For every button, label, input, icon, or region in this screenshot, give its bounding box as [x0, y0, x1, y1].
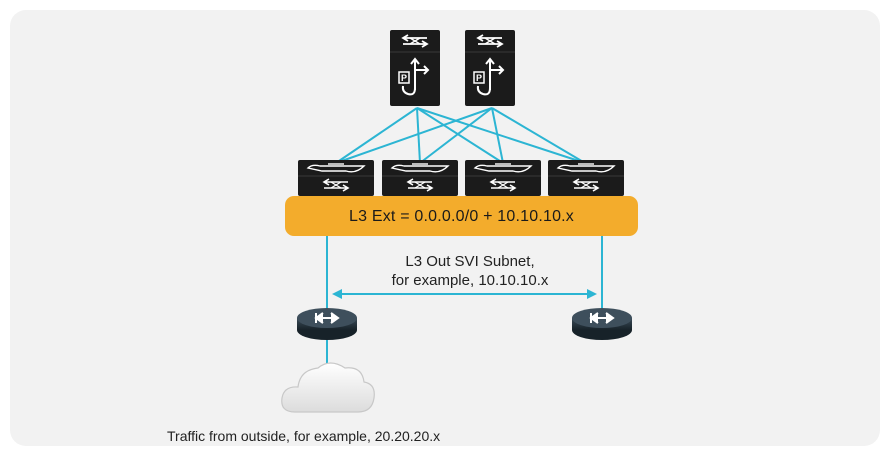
traffic-label: Traffic from outside, for example, 20.20…	[167, 428, 441, 444]
fabric-links	[335, 107, 586, 164]
subnet-label: L3 Out SVI Subnet, for example, 10.10.10…	[340, 252, 600, 290]
cloud-icon	[281, 362, 375, 413]
router-icon	[296, 307, 358, 341]
leaf-switch-icon	[381, 159, 459, 197]
l3-ext-label: L3 Ext = 0.0.0.0/0 + 10.10.10.x	[348, 208, 575, 225]
double-arrow-icon	[332, 289, 597, 299]
leaf-switch-icon	[297, 159, 375, 197]
spine-switch-icon	[389, 29, 441, 107]
router-icon	[571, 307, 633, 341]
spine-switch-icon	[464, 29, 516, 107]
l3-ext-band	[285, 196, 638, 236]
leaf-switch-icon	[547, 159, 625, 197]
leaf-switch-icon	[464, 159, 542, 197]
subnet-label-line1: L3 Out SVI Subnet,	[405, 253, 535, 270]
subnet-label-line2: for example, 10.10.10.x	[391, 272, 549, 289]
